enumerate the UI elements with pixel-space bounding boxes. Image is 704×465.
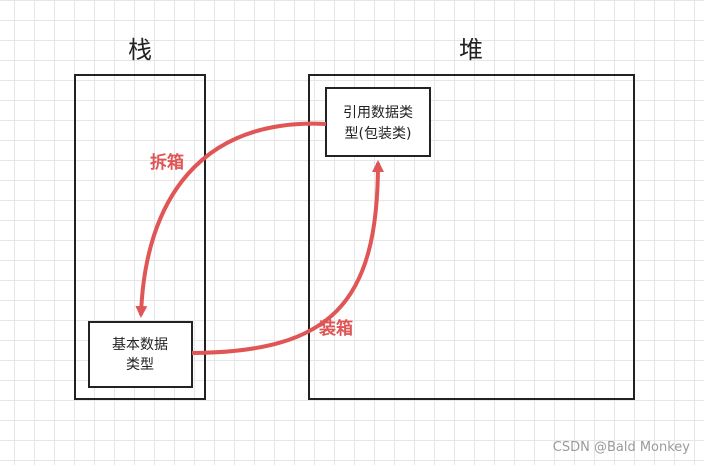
stack-title: 栈 bbox=[128, 36, 152, 64]
heap-title: 堆 bbox=[459, 36, 483, 64]
reference-type-label-line1: 引用数据类 bbox=[343, 105, 413, 121]
unboxing-arrow bbox=[135, 121, 327, 318]
primitive-type-box bbox=[88, 321, 193, 388]
reference-type-box bbox=[325, 87, 431, 157]
unboxing-label: 拆箱 bbox=[150, 152, 184, 173]
reference-type-label-line2: 型(包装类) bbox=[345, 126, 412, 142]
boxing-arrow bbox=[191, 160, 384, 355]
watermark-text: CSDN @Bald Monkey bbox=[552, 440, 690, 455]
heap-container bbox=[308, 74, 635, 400]
boxing-label: 装箱 bbox=[318, 318, 353, 339]
primitive-type-label-line2: 类型 bbox=[126, 357, 154, 373]
stack-container bbox=[74, 74, 206, 400]
primitive-type-label-line1: 基本数据 bbox=[112, 336, 168, 353]
